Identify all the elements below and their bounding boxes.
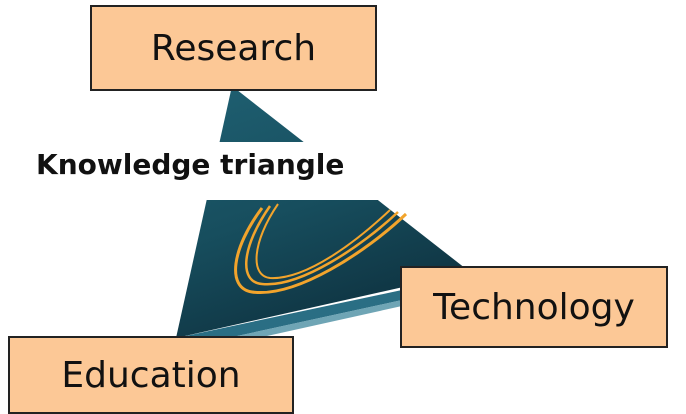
gold-arc-1: [234, 207, 408, 295]
triangle-base-stripe: [176, 290, 402, 348]
gold-arc-3: [255, 203, 391, 280]
diagram-title: Knowledge triangle: [36, 148, 345, 181]
gold-arc-group: [234, 203, 408, 295]
node-education-label: Education: [61, 354, 241, 396]
node-research: Research: [90, 5, 377, 91]
gold-arc-2: [245, 205, 399, 286]
title-background: [30, 142, 430, 200]
node-education: Education: [8, 336, 294, 414]
node-technology: Technology: [400, 266, 668, 348]
node-technology-label: Technology: [433, 286, 635, 328]
node-research-label: Research: [150, 27, 317, 69]
